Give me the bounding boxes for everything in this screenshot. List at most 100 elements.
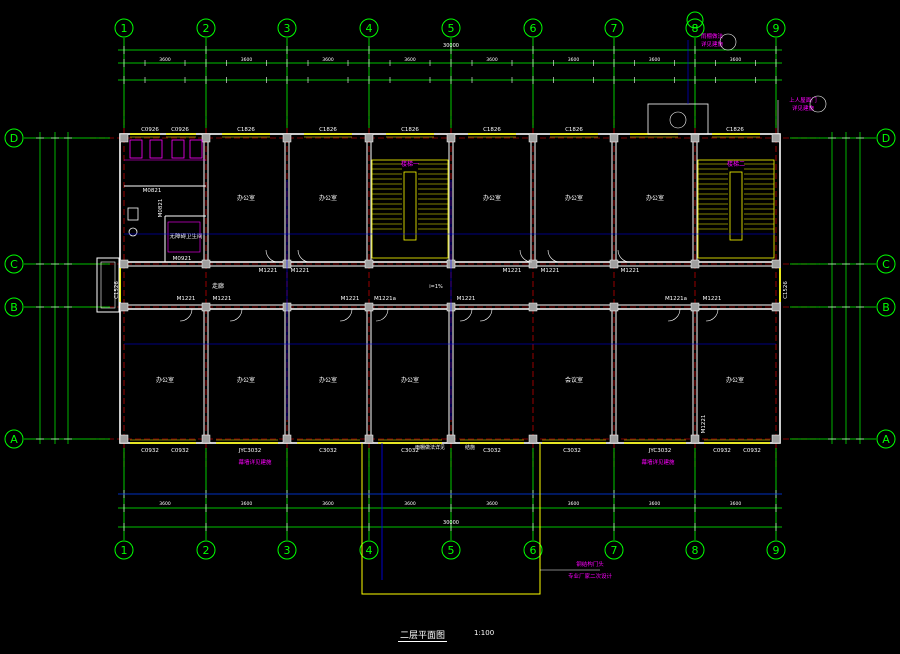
structural-column <box>364 133 374 143</box>
axis-label-left: B <box>10 301 18 314</box>
side-window-label-right: C1526 <box>783 281 789 299</box>
structural-column <box>609 302 619 312</box>
structural-column <box>446 133 456 143</box>
structural-column <box>690 133 700 143</box>
annotation-top-right-1: 上人屋面门 <box>789 96 817 104</box>
stair-label-2: 楼梯二 <box>727 160 745 168</box>
window-label-bottom: C3032 <box>483 448 501 454</box>
dimension-text-bottom: 3600 <box>730 501 742 507</box>
toilet-fixture <box>128 227 138 237</box>
structural-column <box>364 302 374 312</box>
annotation-bottom-left: 幕墙详见建施 <box>238 458 272 466</box>
axis-label-right: D <box>882 132 890 145</box>
entrance-canopy <box>361 443 541 595</box>
door-label: M1221 <box>621 268 640 274</box>
toilet-stall <box>171 139 185 159</box>
axis-label-top: 5 <box>448 22 455 35</box>
structural-column <box>282 434 292 444</box>
axis-bubble-bottom <box>766 540 786 560</box>
axis-label-bottom: 5 <box>448 544 455 557</box>
accessible-toilet <box>167 221 201 253</box>
axis-bubble-top <box>441 18 461 38</box>
axis-label-bottom: 2 <box>203 544 210 557</box>
structural-column <box>528 259 538 269</box>
structural-column <box>364 434 374 444</box>
window-label-bottom: C3032 <box>563 448 581 454</box>
window-label-bottom: C0932 <box>171 448 189 454</box>
axis-label-right: C <box>882 258 890 271</box>
room-label-north: 办公室 <box>319 194 337 202</box>
dimension-text-bottom: 3600 <box>486 501 498 507</box>
axis-label-top: 1 <box>121 22 128 35</box>
axis-bubble-top <box>277 18 297 38</box>
annotation-top-right-2: 详见建施 <box>792 104 815 112</box>
structural-column <box>771 133 781 143</box>
door-label-misc: M0921 <box>173 256 192 262</box>
axis-bubble-bottom <box>359 540 379 560</box>
axis-label-left: A <box>10 433 18 446</box>
dimension-text-bottom: 3600 <box>159 501 171 507</box>
dimension-text-top: 3600 <box>486 57 498 63</box>
axis-label-top: 7 <box>611 22 618 35</box>
structural-column <box>201 133 211 143</box>
room-label-south: 办公室 <box>237 376 255 384</box>
dimension-text-bottom: 3600 <box>568 501 580 507</box>
door-label: M1221 <box>259 268 278 274</box>
door-north <box>265 249 279 263</box>
door-label: M1221 <box>703 296 722 302</box>
structural-column <box>528 434 538 444</box>
left-balcony-inner <box>100 261 116 309</box>
axis-bubble-top <box>685 18 705 38</box>
corridor-label: 走廊 <box>212 282 224 290</box>
structural-column <box>119 259 129 269</box>
structural-column <box>201 434 211 444</box>
structural-column <box>119 434 129 444</box>
axis-label-bottom: 7 <box>611 544 618 557</box>
structural-column <box>119 133 129 143</box>
dimension-text-top: 3600 <box>322 57 334 63</box>
door-north <box>297 249 311 263</box>
toilet-stall <box>129 139 143 159</box>
structural-column <box>119 302 129 312</box>
axis-label-right: B <box>882 301 890 314</box>
room-label-south: 办公室 <box>319 376 337 384</box>
window-label-top: C0926 <box>171 127 189 133</box>
axis-bubble-left <box>4 429 24 449</box>
room-label-south: 办公室 <box>401 376 419 384</box>
dimension-total-top: 30000 <box>443 43 459 49</box>
drawing-scale: 1:100 <box>474 629 495 637</box>
door-label: M1221 <box>457 296 476 302</box>
structural-column <box>690 259 700 269</box>
structural-column <box>201 302 211 312</box>
door-label: M1221 <box>177 296 196 302</box>
annotation-top-mid-2: 详见建施 <box>701 40 724 48</box>
door-south <box>459 308 473 322</box>
axis-label-bottom: 8 <box>692 544 699 557</box>
toilet-label: 无障碍卫生间 <box>169 232 202 240</box>
structural-column <box>528 302 538 312</box>
annotation-bottom-right: 幕墙详见建施 <box>641 458 675 466</box>
room-label-south: 办公室 <box>726 376 744 384</box>
structural-column <box>771 434 781 444</box>
door-label: M1221 <box>541 268 560 274</box>
axis-bubble-top <box>523 18 543 38</box>
sink <box>127 207 139 221</box>
door-south <box>667 308 681 322</box>
axis-label-top: 3 <box>284 22 291 35</box>
axis-bubble-left <box>4 297 24 317</box>
room-label-north: 办公室 <box>237 194 255 202</box>
axis-bubble-top-8-extra <box>686 11 704 29</box>
axis-bubble-bottom <box>604 540 624 560</box>
structural-column <box>528 133 538 143</box>
dimension-text-bottom: 3600 <box>404 501 416 507</box>
window-label-top: C1826 <box>237 127 255 133</box>
window-label-bottom: C3032 <box>401 448 419 454</box>
dimension-text-top: 3600 <box>568 57 580 63</box>
door-label-misc: M0821 <box>158 199 164 218</box>
dimension-text-bottom: 3600 <box>322 501 334 507</box>
dimension-text-top: 3600 <box>649 57 661 63</box>
roof-access-fixture <box>669 111 687 129</box>
room-label-south: 办公室 <box>156 376 174 384</box>
